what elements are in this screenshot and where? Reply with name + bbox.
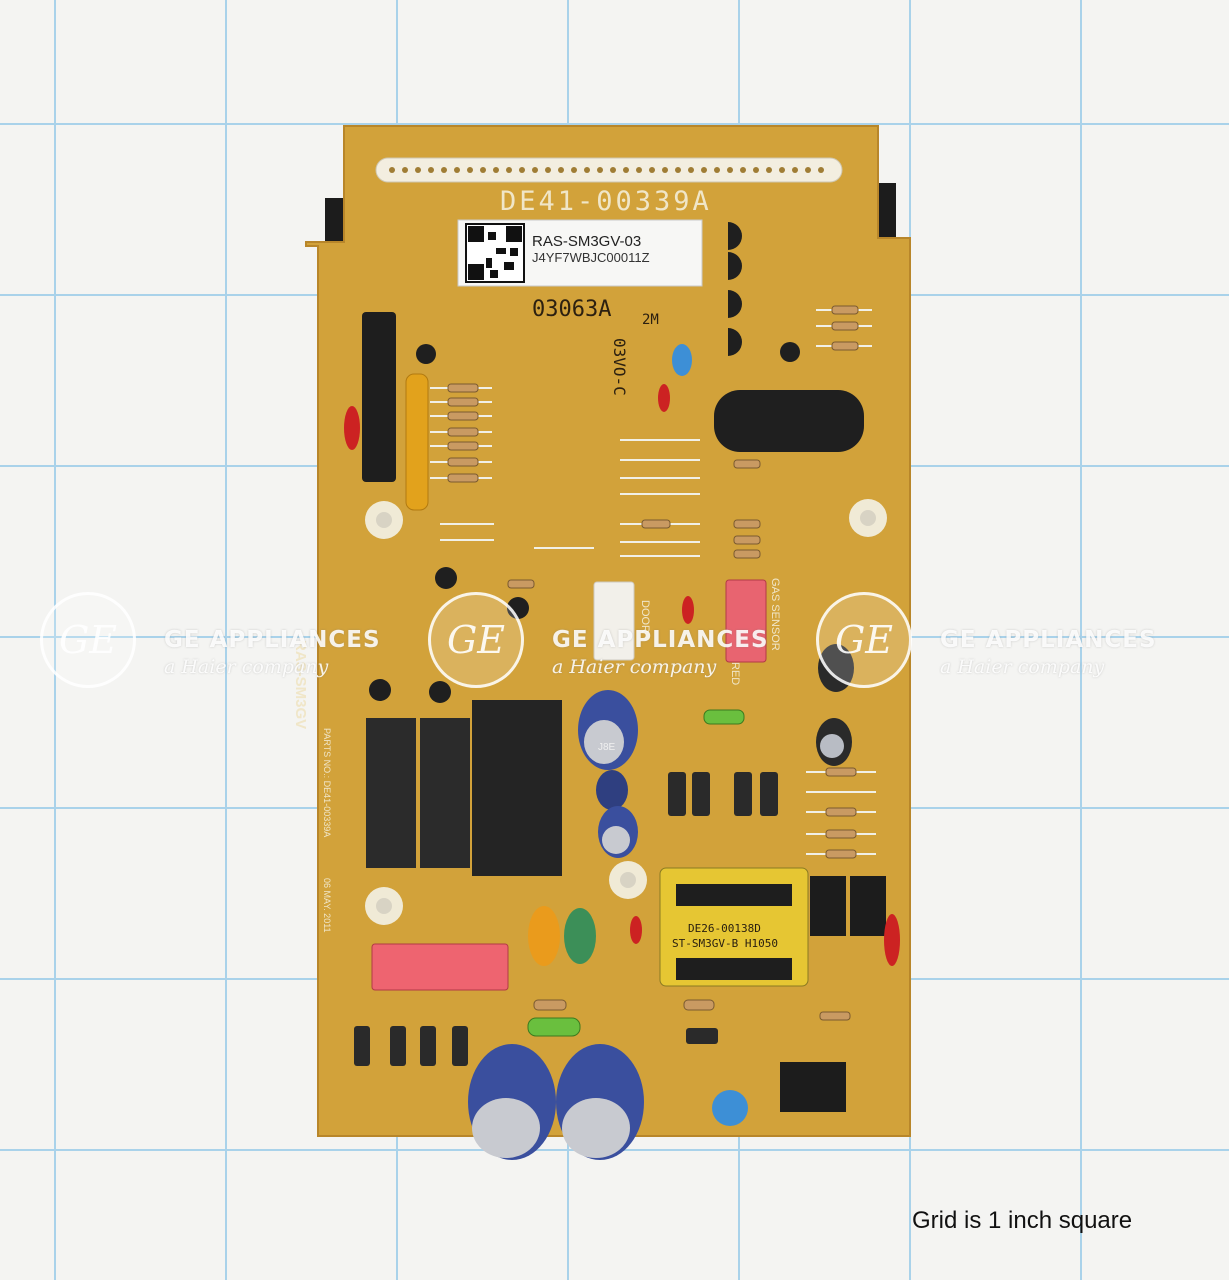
ics [780,876,886,1112]
watermark-sub-right: a Haier company [940,656,1105,678]
date-text: 06 MAY. 2011 [322,878,332,933]
transformer-line1: DE26-00138D [688,922,761,935]
watermark-sub-left: a Haier company [164,656,329,678]
transformer-line2: ST-SM3GV-B H1050 [672,937,778,950]
edge-pin [688,167,694,173]
watermark-brand-center: GE APPLIANCES [552,627,769,653]
power-connector [371,943,509,991]
edge-pin [636,167,642,173]
ge-logo-text: GE [446,618,506,662]
grid-caption: Grid is 1 inch square [912,1207,1133,1234]
right-clip [876,183,896,241]
edge-pins [389,167,824,173]
edge-pin [454,167,460,173]
diodes [354,772,778,1066]
edge-pin [675,167,681,173]
orange-capacitor [405,373,429,511]
edge-pin [545,167,551,173]
edge-pin [610,167,616,173]
edge-pin [779,167,785,173]
ge-logo-left: GE [40,592,136,688]
cap-label: J8E [598,742,616,753]
gas-sensor-connector [725,579,767,663]
ge-logo-text: GE [834,618,894,662]
edge-pin [532,167,538,173]
edge-pin [389,167,395,173]
edge-pin [701,167,707,173]
edge-pin [480,167,486,173]
edge-pin [402,167,408,173]
parts-no-text: PARTS NO.: DE41-00339A [322,728,332,837]
edge-pin [623,167,629,173]
code-suffix-text: 2M [642,312,659,328]
buzzer [714,390,864,452]
edge-pin [792,167,798,173]
vertical-code-text: 03VO-C [610,338,629,396]
transistors [369,222,800,703]
part-number-text: DE41-00339A [500,186,712,217]
edge-pin [558,167,564,173]
watermark-brand-right: GE APPLIANCES [940,627,1157,653]
vertical-connector [362,312,396,482]
edge-pin [649,167,655,173]
edge-pin [818,167,824,173]
watermark-brand-left: GE APPLIANCES [164,627,381,653]
watermark-sub-center: a Haier company [552,656,717,678]
edge-pin [584,167,590,173]
edge-pin [766,167,772,173]
edge-pin [805,167,811,173]
label-serial-text: J4YF7WBJC00011Z [532,250,650,265]
edge-pin [662,167,668,173]
edge-pin [753,167,759,173]
door-text: DOOR [639,600,651,633]
edge-pin [519,167,525,173]
glue-dots [344,384,900,966]
ge-logo-center: GE [428,592,524,688]
edge-pin [727,167,733,173]
edge-pin [441,167,447,173]
green-inductors [527,709,745,1037]
gas-sensor-text: GAS SENSOR [769,578,781,651]
label-model-text: RAS-SM3GV-03 [532,233,641,250]
ceramic-capacitors [528,906,748,1126]
relays [366,700,562,876]
edge-pin [493,167,499,173]
ge-logo-text: GE [58,618,118,662]
edge-pin [714,167,720,173]
edge-pin [415,167,421,173]
edge-pin [740,167,746,173]
red-text: RED [729,662,741,685]
ge-logo-right: GE [816,592,912,688]
edge-pin [467,167,473,173]
edge-pin [506,167,512,173]
side-model-text: RAS-SM3GV [292,640,309,729]
mounting-holes [365,499,887,925]
code-text: 03063A [532,297,611,322]
edge-pin [571,167,577,173]
edge-pin [597,167,603,173]
door-connector [593,581,635,661]
edge-pin [428,167,434,173]
